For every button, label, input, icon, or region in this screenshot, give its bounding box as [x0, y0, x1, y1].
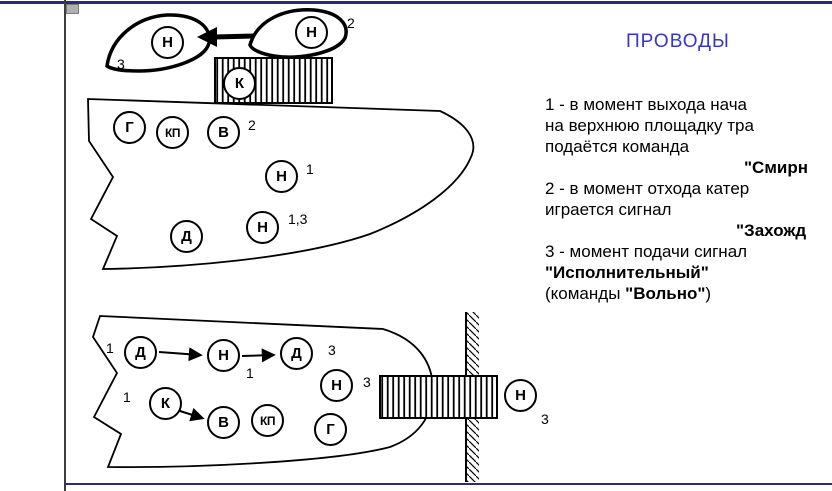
marker-n-boat-left: Н [151, 26, 184, 59]
legend-line-6: играется сигнал [545, 200, 672, 219]
boat-movement-arrow-head [197, 27, 217, 47]
marker-n2-deck2: Н [320, 369, 353, 402]
marker-v-deck1: В [207, 116, 240, 149]
legend-line-4: "Смирн [744, 158, 809, 177]
sequence-number: 3 [363, 374, 371, 390]
marker-kp-deck1: КП [156, 116, 189, 149]
marker-k-gangway: К [223, 67, 256, 100]
legend-line-7: "Захожд [736, 221, 807, 240]
marker-n-boat-right: Н [295, 16, 328, 49]
sequence-number: 1 [306, 161, 314, 177]
sequence-number: 3 [117, 56, 125, 72]
sequence-number: 1,3 [288, 211, 308, 227]
legend-line-10-prefix: (команды [545, 284, 626, 303]
legend-line-3: подаётся команда [545, 137, 690, 156]
sequence-number: 2 [248, 117, 256, 133]
slide-border-bottom [64, 483, 832, 485]
legend-line-10: (команды "Вольно") [545, 283, 832, 304]
marker-g-deck2: Г [314, 413, 347, 446]
sequence-number: 1 [246, 365, 254, 381]
legend-line-2: на верхнюю площадку тра [545, 116, 754, 135]
legend-line-10-command: "Вольно" [625, 284, 706, 303]
marker-kp-deck2: КП [251, 404, 284, 437]
selection-handle[interactable] [66, 4, 79, 14]
legend-line-10-suffix: ) [705, 284, 712, 303]
marker-v-deck2: В [207, 406, 240, 439]
slide-border-top [0, 1, 832, 4]
movement-arrow-k-to-v [179, 407, 205, 422]
marker-n-deck1: Н [265, 160, 298, 193]
sequence-number: 3 [328, 342, 336, 358]
sequence-number: 3 [541, 411, 549, 427]
legend-line-9: "Исполнительный" [545, 263, 709, 282]
marker-d2-deck2: Д [280, 337, 313, 370]
legend: 1 - в момент выхода нача на верхнюю площ… [545, 94, 832, 304]
movement-arrow-d-to-n [158, 347, 203, 362]
marker-n1-deck2: Н [207, 339, 240, 372]
gangway-hatched-bottom [379, 375, 498, 419]
marker-d-deck1: Д [170, 220, 203, 253]
boat-movement-arrow-shaft [213, 33, 255, 40]
sequence-number: 1 [106, 340, 114, 356]
marker-k-deck2: К [149, 387, 182, 420]
sequence-number: 1 [123, 389, 131, 405]
legend-line-1: 1 - в момент выхода нача [545, 95, 748, 114]
legend-line-5: 2 - в момент отхода катер [545, 179, 750, 198]
page-title: ПРОВОДЫ [626, 31, 730, 52]
marker-n2-deck1: Н [246, 211, 279, 244]
legend-line-8: 3 - момент подачи сигнал [545, 242, 748, 261]
movement-arrow-n-to-d [241, 348, 276, 363]
sequence-number: 2 [347, 15, 355, 31]
marker-d1-deck2: Д [124, 336, 157, 369]
slide-border-left [64, 0, 66, 491]
marker-g-deck1: Г [113, 111, 146, 144]
marker-n-ashore: Н [504, 379, 537, 412]
